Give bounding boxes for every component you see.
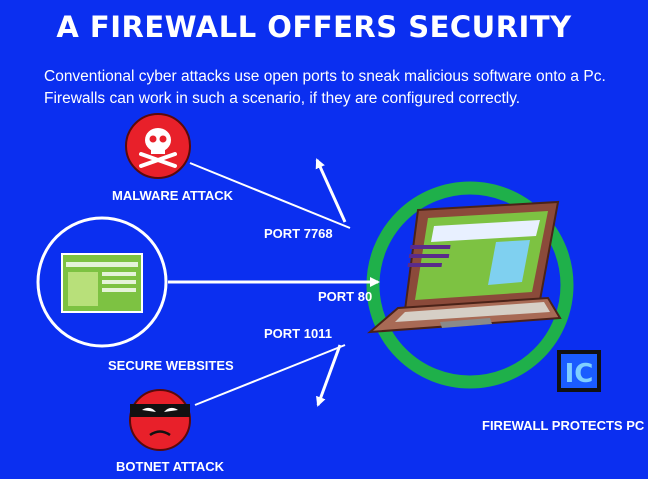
logo-icon [557, 350, 601, 392]
port-1011-arrow [316, 344, 342, 407]
label-botnet-attack: BOTNET ATTACK [116, 459, 225, 474]
botnet-connector [194, 344, 346, 406]
label-malware-attack: MALWARE ATTACK [112, 188, 234, 203]
label-port-7768: PORT 7768 [264, 226, 333, 241]
label-firewall-protects-pc: FIREWALL PROTECTS PC [482, 418, 645, 433]
label-secure-websites: SECURE WEBSITES [108, 358, 234, 373]
website-window-icon [36, 216, 168, 348]
port-7768-arrow [315, 158, 347, 223]
intro-text: Conventional cyber attacks use open port… [44, 68, 606, 107]
malware-connector [189, 162, 351, 229]
logo-text: IC [565, 359, 594, 389]
masked-face-icon [129, 389, 191, 451]
label-port-1011: PORT 1011 [264, 326, 332, 341]
page-title: A FIREWALL OFFERS SECURITY [56, 10, 572, 44]
skull-crossbones-icon [125, 113, 191, 179]
label-port-80: PORT 80 [318, 289, 373, 304]
laptop-icon [367, 200, 562, 334]
